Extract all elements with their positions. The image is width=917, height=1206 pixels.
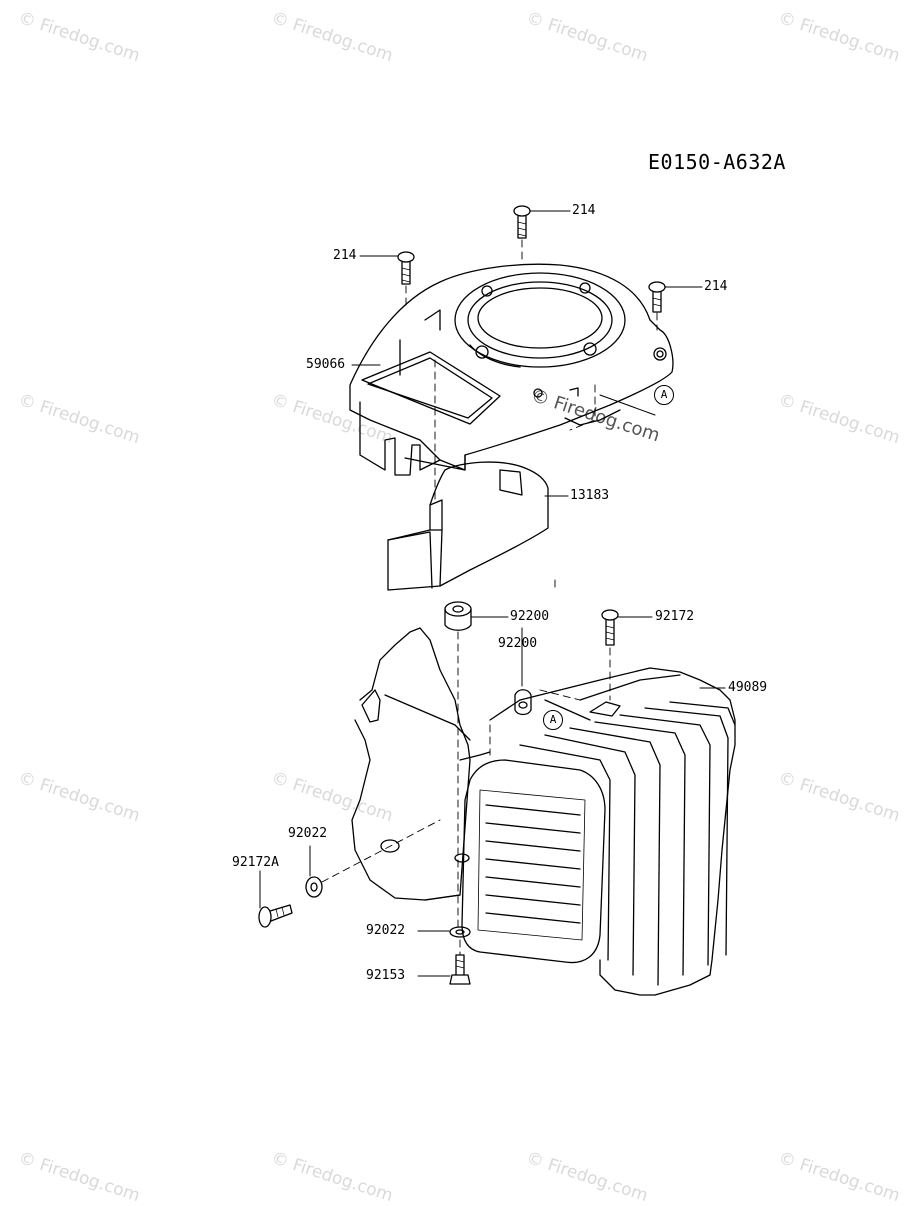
part-label[interactable]: 13183 xyxy=(570,488,610,503)
part-label[interactable]: 214 xyxy=(572,203,596,218)
part-label[interactable]: 92200 xyxy=(510,609,550,624)
part-label[interactable]: 49089 xyxy=(728,680,768,695)
part-label[interactable]: 92172A xyxy=(232,855,279,870)
callout-a-upper: A xyxy=(654,385,674,405)
cylinder-shroud-drawing xyxy=(351,627,736,996)
part-label[interactable]: 92200 xyxy=(498,636,538,651)
callout-a-lower: A xyxy=(543,710,563,730)
part-label[interactable]: 92172 xyxy=(655,609,695,624)
part-label[interactable]: 92153 xyxy=(366,968,406,983)
hardware-drawing xyxy=(258,205,666,985)
part-label[interactable]: 92022 xyxy=(366,923,406,938)
leader-lines xyxy=(259,210,726,977)
fan-housing-drawing xyxy=(349,263,674,476)
part-label[interactable]: 214 xyxy=(704,279,728,294)
part-label[interactable]: 92022 xyxy=(288,826,328,841)
air-guide-drawing xyxy=(387,461,549,591)
dashed-assembly-lines xyxy=(321,239,658,956)
part-label[interactable]: 59066 xyxy=(306,357,346,372)
part-label[interactable]: 214 xyxy=(333,248,357,263)
diagram-code: E0150-A632A xyxy=(648,150,786,174)
